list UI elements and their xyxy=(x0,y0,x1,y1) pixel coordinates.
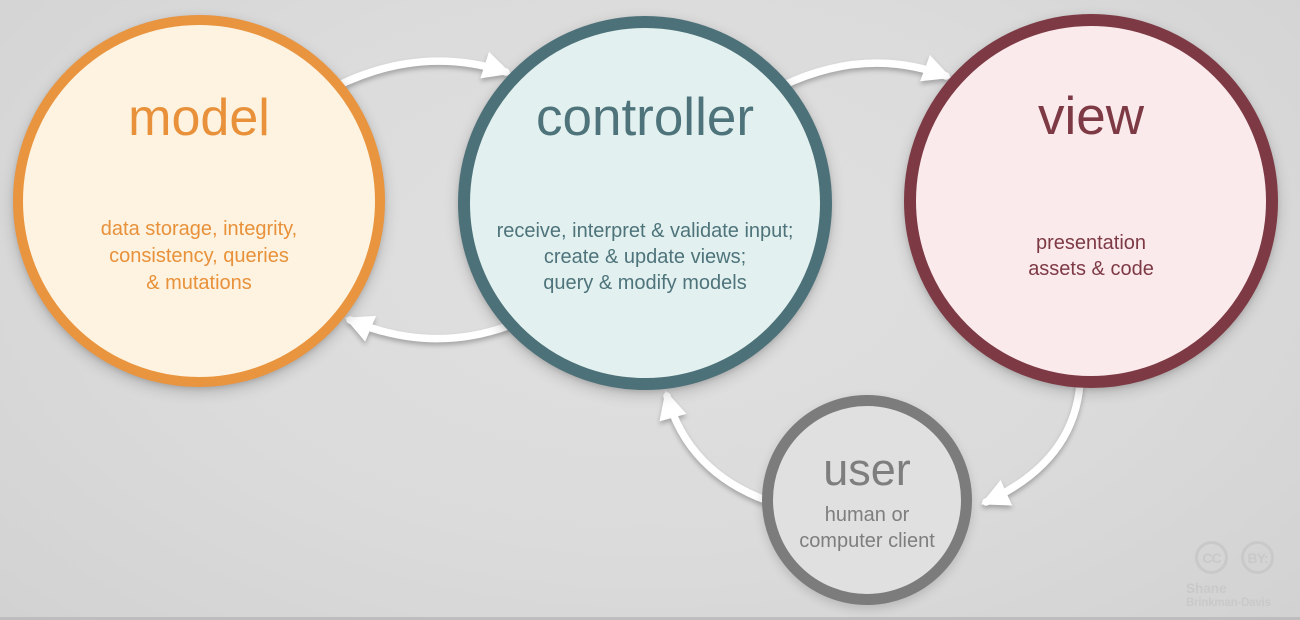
user-title: user xyxy=(823,444,911,495)
view-subtitle: presentation assets & code xyxy=(1028,232,1154,280)
view-title: view xyxy=(1037,87,1145,146)
arrow-view-to-user xyxy=(980,379,1084,506)
bottom-edge-strip xyxy=(0,617,1300,620)
cc-icon: CC xyxy=(1195,541,1228,574)
license-attribution: CC BY: Shane Brinkman-Davis xyxy=(1186,541,1294,609)
model-circle: model data storage, integrity, consisten… xyxy=(13,15,385,387)
arrow-controller-to-view xyxy=(778,55,952,90)
author-name: Shane Brinkman-Davis xyxy=(1186,582,1294,609)
view-circle: view presentation assets & code xyxy=(904,14,1278,388)
model-subtitle: data storage, integrity, consistency, qu… xyxy=(100,218,298,294)
controller-circle: controller receive, interpret & validate… xyxy=(458,16,832,390)
arrow-model-to-controller xyxy=(329,51,512,92)
controller-subtitle: receive, interpret & validate input; cre… xyxy=(496,220,794,294)
controller-title: controller xyxy=(536,88,754,147)
author-last-name: Brinkman-Davis xyxy=(1186,596,1271,609)
model-title: model xyxy=(128,89,270,147)
arrow-controller-to-model xyxy=(344,315,512,343)
license-badges: CC BY: xyxy=(1186,541,1294,574)
user-circle: user human or computer client xyxy=(762,395,972,605)
author-first-name: Shane xyxy=(1186,581,1227,596)
user-subtitle: human or computer client xyxy=(799,504,935,552)
cc-by-icon: BY: xyxy=(1241,541,1274,574)
arrow-user-to-controller xyxy=(659,390,772,505)
